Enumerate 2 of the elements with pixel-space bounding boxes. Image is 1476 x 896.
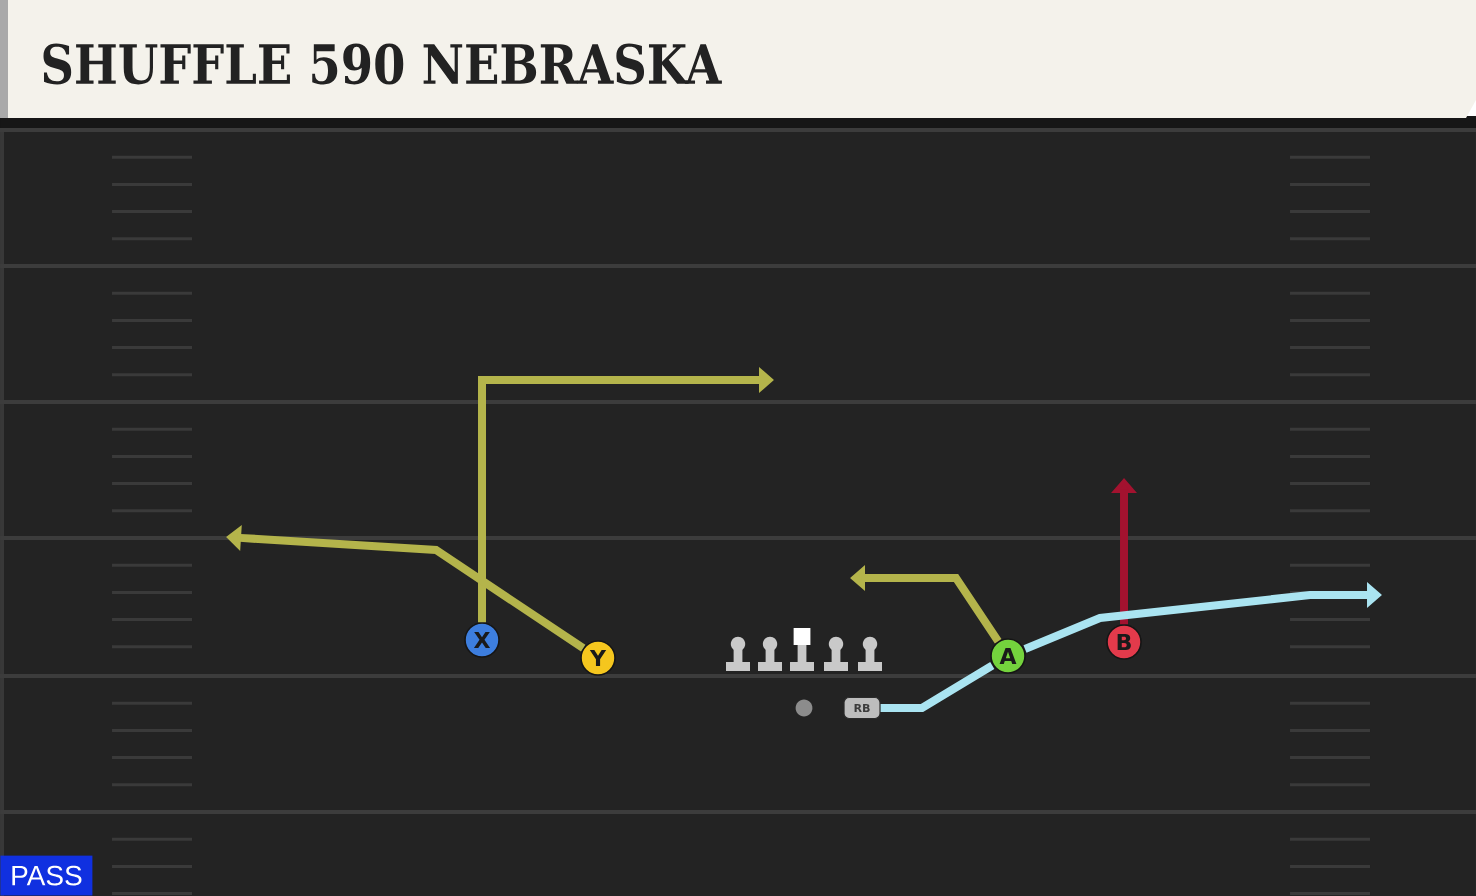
- title-banner: SHUFFLE 590 NEBRASKA: [0, 0, 1476, 128]
- play-type-badge: PASS: [0, 855, 93, 896]
